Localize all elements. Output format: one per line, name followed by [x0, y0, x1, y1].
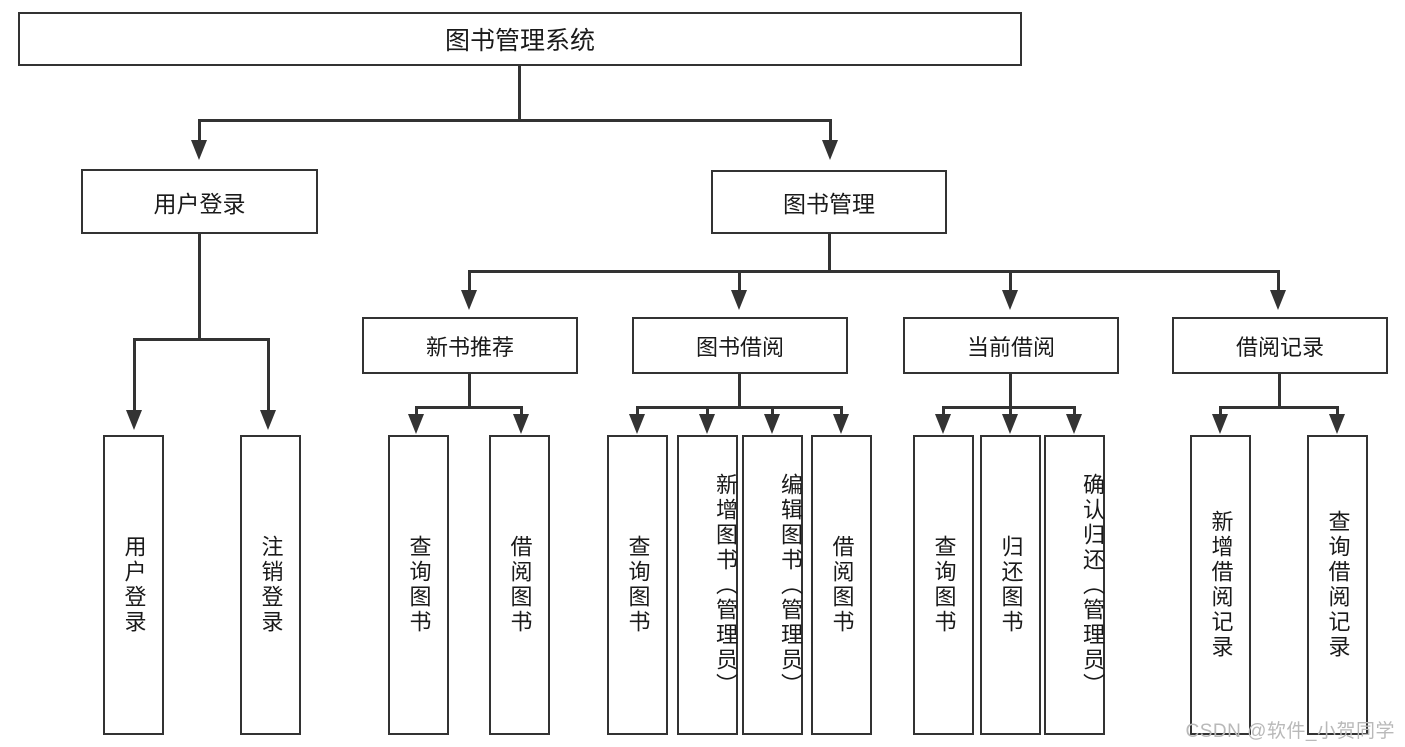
arrowhead-current-borrow-3 — [1066, 414, 1082, 434]
arrowhead-book-mgmt-2 — [731, 290, 747, 310]
connector-book-mgmt-drop-3 — [1009, 270, 1012, 292]
connector-root-stem — [518, 66, 521, 119]
leaf-borrow-record-query[interactable]: 查询借阅记录 — [1307, 435, 1368, 735]
node-current-borrow[interactable]: 当前借阅 — [903, 317, 1119, 374]
connector-book-mgmt-drop-1 — [468, 270, 471, 292]
arrowhead-current-borrow-2 — [1002, 414, 1018, 434]
leaf-current-borrow-query[interactable]: 查询图书 — [913, 435, 974, 735]
arrowhead-book-borrow-4 — [833, 414, 849, 434]
arrowhead-book-mgmt-1 — [461, 290, 477, 310]
arrowhead-borrow-record-1 — [1212, 414, 1228, 434]
connector-user-login-right-drop — [267, 338, 270, 413]
connector-book-borrow-stem — [738, 374, 741, 406]
connector-user-login-left-drop — [133, 338, 136, 413]
leaf-new-book-borrow[interactable]: 借阅图书 — [489, 435, 550, 735]
leaf-book-borrow-borrow[interactable]: 借阅图书 — [811, 435, 872, 735]
connector-current-borrow-drop-2 — [1009, 406, 1012, 420]
leaf-user-login-login[interactable]: 用户登录 — [103, 435, 164, 735]
connector-book-borrow-drop-3 — [771, 406, 774, 420]
leaf-new-book-query[interactable]: 查询图书 — [388, 435, 449, 735]
connector-root-to-user-login — [198, 119, 201, 143]
leaf-current-borrow-confirm-return[interactable]: 确认归还（管理员） — [1044, 435, 1105, 735]
arrowhead-user-login-right — [260, 410, 276, 430]
connector-borrow-record-drop-2 — [1336, 406, 1339, 420]
connector-current-borrow-stem — [1009, 374, 1012, 406]
arrowhead-new-book-2 — [513, 414, 529, 434]
connector-current-borrow-drop-3 — [1073, 406, 1076, 420]
connector-book-mgmt-bar — [468, 270, 1280, 273]
leaf-current-borrow-return[interactable]: 归还图书 — [980, 435, 1041, 735]
connector-borrow-record-drop-1 — [1219, 406, 1222, 420]
arrowhead-root-to-user-login — [191, 140, 207, 160]
connector-book-mgmt-stem — [828, 234, 831, 270]
arrowhead-user-login-left — [126, 410, 142, 430]
leaf-book-borrow-edit[interactable]: 编辑图书（管理员） — [742, 435, 803, 735]
connector-user-login-bar — [133, 338, 270, 341]
arrowhead-borrow-record-2 — [1329, 414, 1345, 434]
arrowhead-book-borrow-1 — [629, 414, 645, 434]
arrowhead-current-borrow-1 — [935, 414, 951, 434]
connector-root-bar — [198, 119, 832, 122]
connector-book-mgmt-drop-2 — [738, 270, 741, 292]
node-new-book-recommend[interactable]: 新书推荐 — [362, 317, 578, 374]
connector-book-mgmt-drop-4 — [1277, 270, 1280, 292]
connector-current-borrow-drop-1 — [942, 406, 945, 420]
connector-book-borrow-drop-1 — [636, 406, 639, 420]
connector-root-to-book-mgmt — [829, 119, 832, 143]
node-borrow-record[interactable]: 借阅记录 — [1172, 317, 1388, 374]
arrowhead-book-borrow-2 — [699, 414, 715, 434]
node-user-login[interactable]: 用户登录 — [81, 169, 318, 234]
connector-book-borrow-drop-4 — [840, 406, 843, 420]
arrowhead-book-mgmt-4 — [1270, 290, 1286, 310]
leaf-user-login-logout[interactable]: 注销登录 — [240, 435, 301, 735]
connector-borrow-record-bar — [1219, 406, 1339, 409]
node-book-borrow[interactable]: 图书借阅 — [632, 317, 848, 374]
node-root-system[interactable]: 图书管理系统 — [18, 12, 1022, 66]
arrowhead-book-mgmt-3 — [1002, 290, 1018, 310]
arrowhead-book-borrow-3 — [764, 414, 780, 434]
connector-new-book-stem — [468, 374, 471, 406]
connector-new-book-bar — [415, 406, 523, 409]
connector-book-borrow-drop-2 — [706, 406, 709, 420]
arrowhead-new-book-1 — [408, 414, 424, 434]
arrowhead-root-to-book-mgmt — [822, 140, 838, 160]
leaf-book-borrow-add[interactable]: 新增图书（管理员） — [677, 435, 738, 735]
connector-user-login-stem — [198, 234, 201, 338]
node-book-management[interactable]: 图书管理 — [711, 170, 947, 234]
connector-new-book-drop-2 — [520, 406, 523, 420]
connector-borrow-record-stem — [1278, 374, 1281, 406]
connector-new-book-drop-1 — [415, 406, 418, 420]
connector-book-borrow-bar — [636, 406, 843, 409]
leaf-book-borrow-query[interactable]: 查询图书 — [607, 435, 668, 735]
leaf-borrow-record-add[interactable]: 新增借阅记录 — [1190, 435, 1251, 735]
